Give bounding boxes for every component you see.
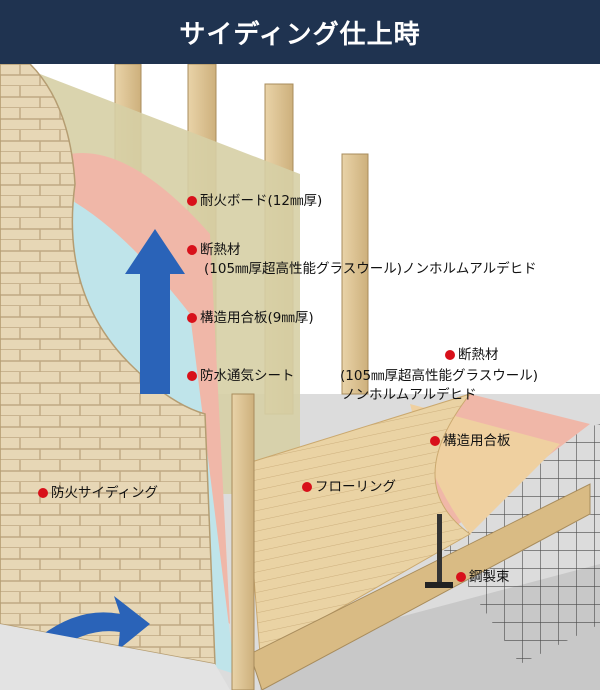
marker-dot bbox=[445, 350, 455, 360]
diagram-title: サイディング仕上時 bbox=[179, 14, 420, 51]
label-plywood-floor: 構造用合板 bbox=[430, 432, 511, 450]
label-steel-post: 鋼製束 bbox=[456, 568, 510, 586]
marker-dot bbox=[187, 196, 197, 206]
label-waterproof-sheet: 防水通気シート bbox=[187, 367, 295, 385]
marker-dot bbox=[430, 436, 440, 446]
wall-section-illustration: 耐火ボード(12㎜厚) 断熱材 (105㎜厚超高性能グラスウール)ノンホルムアル… bbox=[0, 64, 600, 690]
label-insulation-floor: 断熱材 bbox=[445, 346, 499, 364]
title-bar: サイディング仕上時 bbox=[0, 0, 600, 64]
label-insulation-wall: 断熱材 bbox=[187, 241, 241, 259]
label-flooring: フローリング bbox=[302, 478, 396, 496]
label-insulation-wall-detail: (105㎜厚超高性能グラスウール)ノンホルムアルデヒド bbox=[204, 260, 537, 278]
label-insulation-floor-detail-2: ノンホルムアルデヒド bbox=[342, 386, 477, 404]
label-plywood-wall: 構造用合板(9㎜厚) bbox=[187, 309, 314, 327]
label-fire-board: 耐火ボード(12㎜厚) bbox=[187, 192, 322, 210]
marker-dot bbox=[302, 482, 312, 492]
label-insulation-floor-detail: (105㎜厚超高性能グラスウール) bbox=[340, 367, 538, 385]
corner-post bbox=[232, 394, 254, 690]
label-siding: 防火サイディング bbox=[38, 484, 158, 502]
marker-dot bbox=[456, 572, 466, 582]
marker-dot bbox=[38, 488, 48, 498]
marker-dot bbox=[187, 313, 197, 323]
marker-dot bbox=[187, 245, 197, 255]
marker-dot bbox=[187, 371, 197, 381]
